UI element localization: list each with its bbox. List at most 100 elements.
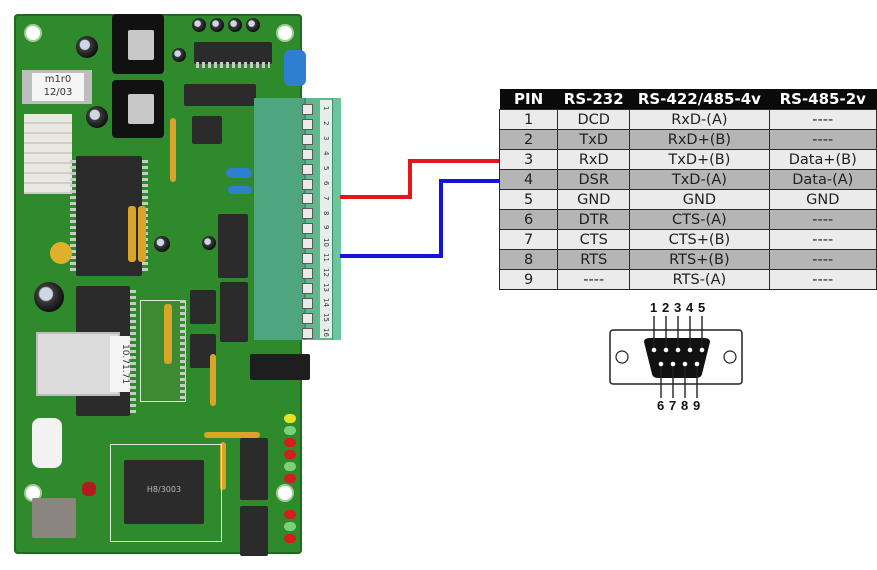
cell-rs232: GND [557,189,631,210]
terminal-screw [300,146,320,161]
cell-rs485-2w: ---- [768,269,877,290]
terminal-number: 4 [322,150,330,156]
red-wire [340,159,500,199]
screw-icon [302,148,313,160]
cell-rs232: CTS [557,229,631,250]
terminal-screw [300,101,320,116]
screw-icon [302,312,313,324]
terminal-number: 12 [322,267,330,277]
status-led [284,522,296,531]
resistor-network [128,206,136,262]
resistor-network [204,432,260,438]
status-led [284,510,296,519]
line-driver-chip [220,282,248,342]
ribbon-header [24,114,72,194]
header-rs485-2w: RS-485-2v [769,89,877,110]
header-rs422-485-4w: RS-422/485-4v [629,89,770,110]
cell-rs485-2w: ---- [768,129,877,150]
mounting-hole [276,24,294,42]
status-led [284,450,296,459]
cell-rs422-485-4w: CTS+(B) [629,229,770,250]
transformer: m1r0 12/03 [22,70,92,104]
sticker-line: m1r0 [44,74,72,85]
cell-rs485-2w: ---- [768,249,877,270]
ic-pins [130,290,136,414]
cell-pin: 4 [498,169,559,190]
resistor-network [220,442,226,490]
table-row: 9----RTS-(A)---- [498,269,877,290]
mcu-chip: H8/3003 [124,460,204,524]
status-led [284,414,296,423]
terminal-number: 6 [322,180,330,186]
cell-pin: 7 [498,229,559,250]
electrolytic-capacitor [202,236,216,250]
cell-rs422-485-4w: RxD-(A) [629,109,770,130]
terminal-number: 15 [322,312,330,322]
voltage-regulator-heatsink [112,80,164,138]
terminal-number: 13 [322,282,330,292]
screw-icon [302,223,313,235]
electrolytic-capacitor [246,18,260,32]
cell-rs232: RxD [557,149,631,170]
ic-chip [184,84,256,106]
terminal-screw [300,325,320,340]
cell-rs232: ---- [557,269,631,290]
screw-icon [302,327,313,339]
db9-pin-number: 7 [669,398,677,413]
electrolytic-capacitor [228,18,242,32]
screw-icon [302,178,313,190]
cell-pin: 2 [498,129,559,150]
cell-pin: 8 [498,249,559,270]
db9-pin [687,347,693,353]
terminal-screw [300,265,320,280]
cell-pin: 3 [498,149,559,170]
screw-icon [302,104,313,115]
terminal-screw [300,205,320,220]
terminal-number: 9 [322,225,330,230]
db9-pin [670,361,676,367]
socket [140,300,186,402]
db9-pin-number: 6 [657,398,665,413]
electrolytic-capacitor [154,236,170,252]
terminal-number: 8 [322,210,330,216]
terminal-rail [332,98,341,340]
terminal-number: 16 [322,327,330,337]
cell-rs422-485-4w: CTS-(A) [629,209,770,230]
electrolytic-capacitor [172,48,186,62]
header-rs232: RS-232 [557,89,630,110]
db9-screw-hole-left [615,350,629,364]
status-led [284,426,296,435]
ic-chip [250,354,310,380]
cell-rs422-485-4w: GND [629,189,770,210]
ic-pins [70,160,76,272]
terminal-screw [300,310,320,325]
buzzer [32,418,62,468]
filter-capacitor [226,168,252,178]
cell-rs422-485-4w: RTS+(B) [629,249,770,270]
terminal-screw [300,220,320,235]
line-driver-chip [240,506,268,556]
screw-icon [302,208,313,220]
cell-rs485-2w: Data+(B) [768,149,877,170]
serial-sticker: 10.71.71 [110,336,130,392]
terminal-number: 1 [322,106,330,111]
db9-pin-number: 5 [698,300,706,315]
status-led [284,534,296,543]
terminal-number: 7 [322,195,330,201]
db9-pin-number: 4 [686,300,694,315]
cell-rs422-485-4w: TxD-(A) [629,169,770,190]
terminal-number: 11 [322,253,330,262]
mcu-outline [110,444,222,542]
line-driver-chip [240,438,268,500]
rj-connector [36,332,120,396]
terminal-number: 2 [322,121,330,126]
terminal-screw [300,250,320,265]
db9-drawing [609,316,743,398]
blue-wire [340,179,500,258]
db9-pin [651,347,657,353]
cell-pin: 1 [498,109,559,130]
ic-pins [180,300,186,400]
